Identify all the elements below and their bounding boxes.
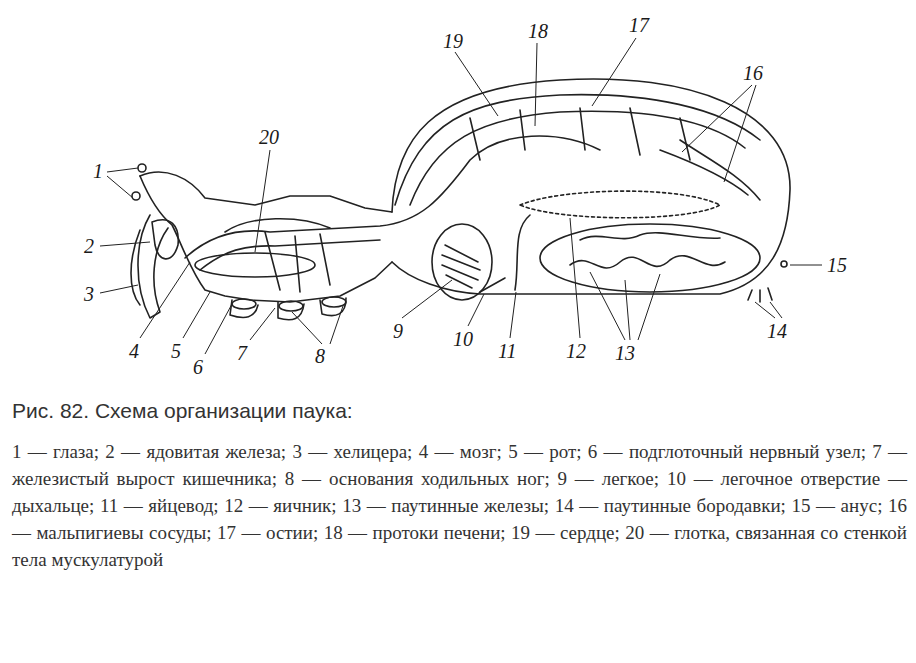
callout-number: 14	[766, 320, 788, 342]
legend-text: 1 — глаза; 2 — ядовитая железа; 3 — хели…	[12, 438, 907, 573]
callout-number: 19	[442, 30, 464, 52]
callout-number: 15	[826, 254, 848, 276]
callout-number: 11	[497, 340, 518, 362]
callout-number: 16	[742, 62, 764, 84]
callout-number: 7	[236, 342, 248, 364]
callout-number: 9	[392, 320, 404, 342]
callout-number: 8	[314, 345, 326, 367]
callout-number: 2	[83, 235, 95, 257]
callout-number: 18	[527, 20, 549, 42]
callout-number: 5	[170, 340, 182, 362]
callout-number: 6	[192, 356, 204, 378]
callout-number: 13	[614, 342, 636, 364]
callout-number: 12	[565, 340, 587, 362]
callout-number: 17	[628, 14, 650, 36]
callout-number: 4	[128, 340, 140, 362]
callout-number: 10	[452, 328, 474, 350]
figure-caption: Рис. 82. Схема организации паука:	[12, 398, 353, 424]
callout-number: 1	[92, 160, 104, 182]
callout-number: 20	[258, 126, 280, 148]
callout-number: 3	[83, 283, 95, 305]
